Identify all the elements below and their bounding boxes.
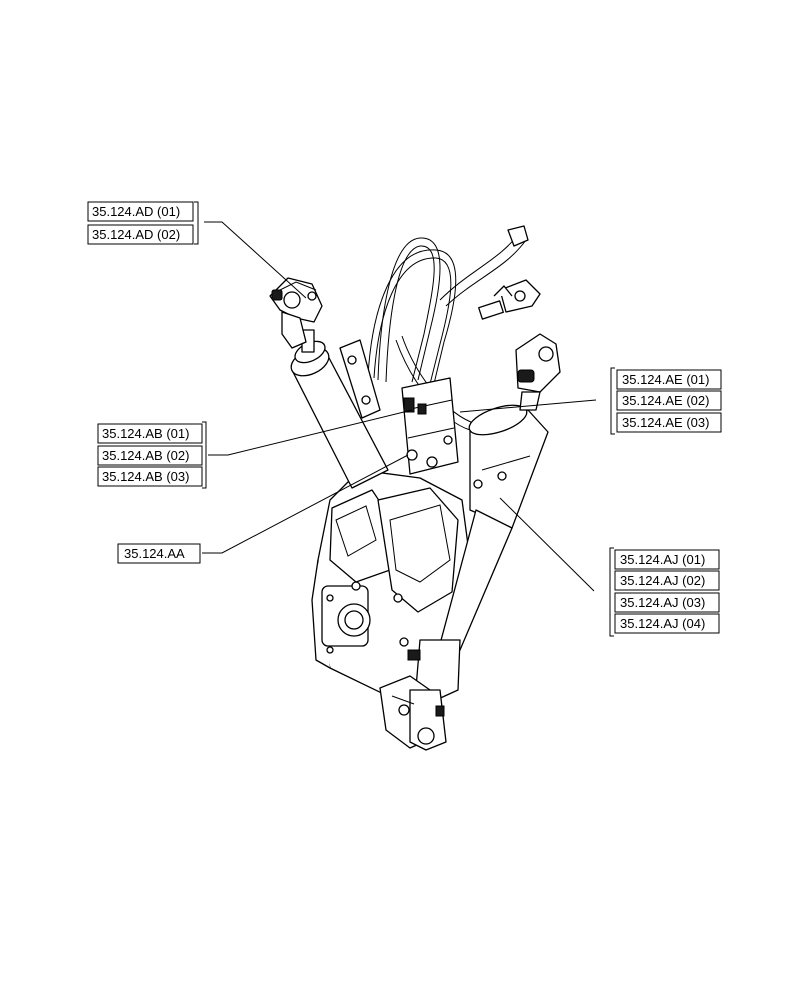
top-right-clevis (515, 333, 561, 411)
callout-label: 35.124.AE (01) (622, 372, 709, 387)
top-left-clevis (269, 277, 323, 349)
hitch-assembly-drawing (269, 225, 561, 751)
callout-label: 35.124.AB (03) (102, 469, 189, 484)
callout-box[interactable] (614, 613, 720, 634)
callout-label: 35.124.AJ (01) (620, 552, 705, 567)
callout-box[interactable] (616, 390, 722, 411)
callout-box[interactable] (614, 549, 720, 570)
housing (311, 469, 471, 701)
callout-label: 35.124.AB (01) (102, 426, 189, 441)
callout-label: 35.124.AE (03) (622, 415, 709, 430)
callout-label: 35.124.AJ (04) (620, 616, 705, 631)
callout-label: 35.124.AE (02) (622, 393, 709, 408)
callout-box[interactable] (616, 412, 722, 433)
callout-box[interactable] (614, 570, 720, 591)
top-right-fittings (478, 225, 541, 320)
callout-group-ae: 35.124.AE (01) 35.124.AE (02) 35.124.AE … (610, 367, 722, 435)
callout-box[interactable] (87, 201, 194, 222)
callout-box[interactable] (97, 445, 203, 466)
callout-box[interactable] (614, 592, 720, 613)
callout-box[interactable] (97, 466, 203, 487)
callout-group-aa: 35.124.AA (117, 543, 201, 564)
callout-label: 35.124.AD (02) (92, 227, 180, 242)
leader-lines (202, 221, 597, 592)
callout-group-ad: 35.124.AD (01) 35.124.AD (02) (87, 201, 199, 245)
callout-group-aj: 35.124.AJ (01) 35.124.AJ (02) 35.124.AJ … (609, 547, 720, 637)
callout-label: 35.124.AJ (02) (620, 573, 705, 588)
callout-label: 35.124.AJ (03) (620, 595, 705, 610)
right-cylinder (439, 404, 549, 651)
callout-box[interactable] (97, 423, 203, 444)
callout-box[interactable] (616, 369, 722, 390)
callout-box[interactable] (117, 543, 201, 564)
callout-label: 35.124.AA (124, 546, 185, 561)
callout-label: 35.124.AB (02) (102, 448, 189, 463)
callout-box[interactable] (87, 224, 194, 245)
callout-label: 35.124.AD (01) (92, 204, 180, 219)
callout-group-ab: 35.124.AB (01) 35.124.AB (02) 35.124.AB … (97, 421, 207, 489)
bottom-clevis (379, 639, 461, 751)
valve-block (339, 339, 459, 475)
